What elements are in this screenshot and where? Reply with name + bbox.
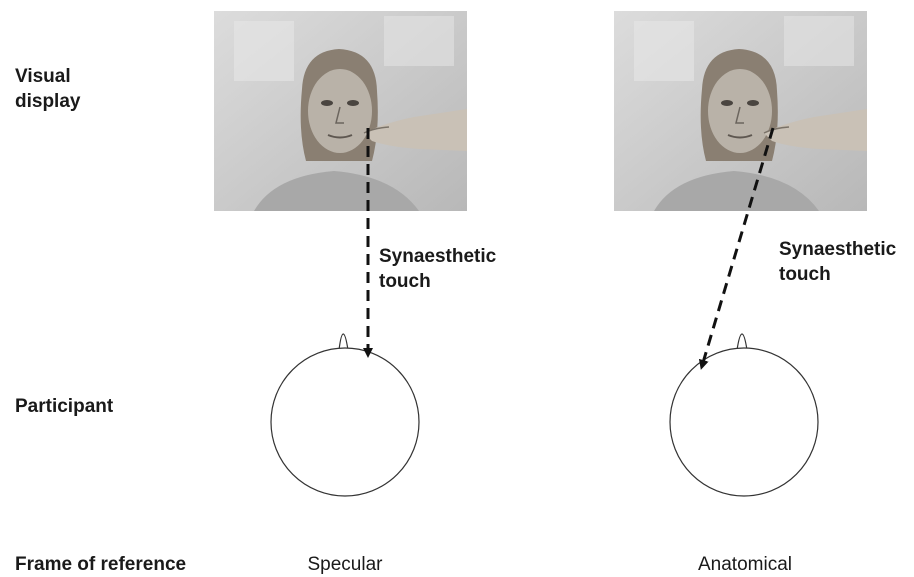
frame-label-specular: Specular — [285, 553, 405, 577]
touch-label-anatomical: Synaesthetic touch — [779, 237, 896, 287]
head-top-view-anatomical — [670, 348, 818, 496]
dashed-arrow-anatomical — [702, 128, 773, 366]
frame-label-anatomical: Anatomical — [680, 553, 810, 577]
head-top-view-specular — [271, 348, 419, 496]
touch-label-specular: Synaesthetic touch — [379, 244, 496, 294]
